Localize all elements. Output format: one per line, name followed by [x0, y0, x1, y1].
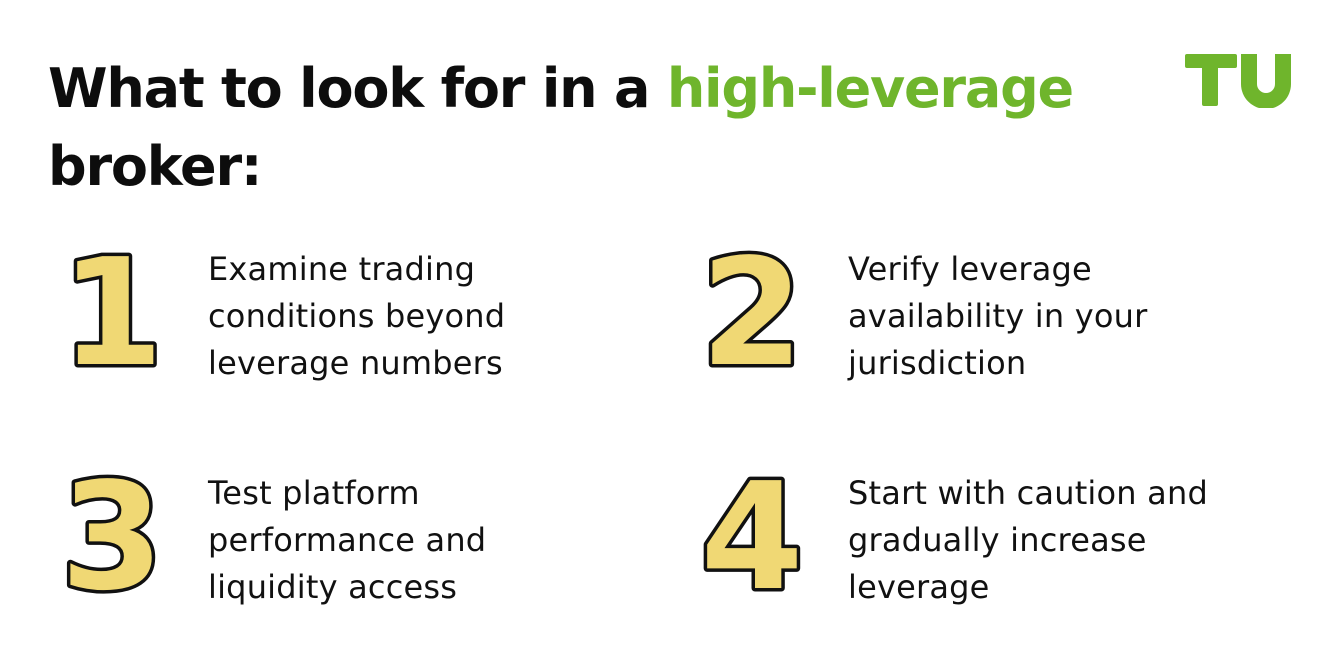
- list-item-3: 3 Test platform performance and liquidit…: [57, 448, 622, 627]
- svg-text:1: 1: [61, 227, 164, 399]
- item-text-2: Verify leverage availability in your jur…: [848, 250, 1148, 382]
- item-text-4: Start with caution and gradually increas…: [848, 474, 1208, 606]
- tu-logo-mark: [1185, 54, 1291, 109]
- numeral-4: 4: [697, 448, 807, 627]
- title-part-2: broker:: [48, 135, 262, 198]
- svg-text:4: 4: [701, 451, 804, 623]
- list-item-1: 1 Examine trading conditions beyond leve…: [57, 224, 622, 403]
- title-part-1: What to look for in a: [48, 57, 667, 120]
- list-item-2: 2 Verify leverage availability in your j…: [697, 224, 1262, 403]
- item-text-3: Test platform performance and liquidity …: [208, 474, 487, 606]
- numeral-3: 3: [57, 448, 167, 627]
- page-title: What to look for in a high-leverage brok…: [48, 50, 1128, 206]
- title-highlight: high-leverage: [666, 57, 1074, 120]
- list-item-4: 4 Start with caution and gradually incre…: [697, 448, 1262, 627]
- numeral-1: 1: [57, 224, 167, 403]
- item-text-1: Examine trading conditions beyond levera…: [208, 250, 506, 382]
- numeral-2: 2: [697, 224, 807, 403]
- tu-logo-icon: [1185, 52, 1293, 109]
- svg-text:2: 2: [701, 227, 804, 399]
- svg-text:3: 3: [61, 451, 164, 623]
